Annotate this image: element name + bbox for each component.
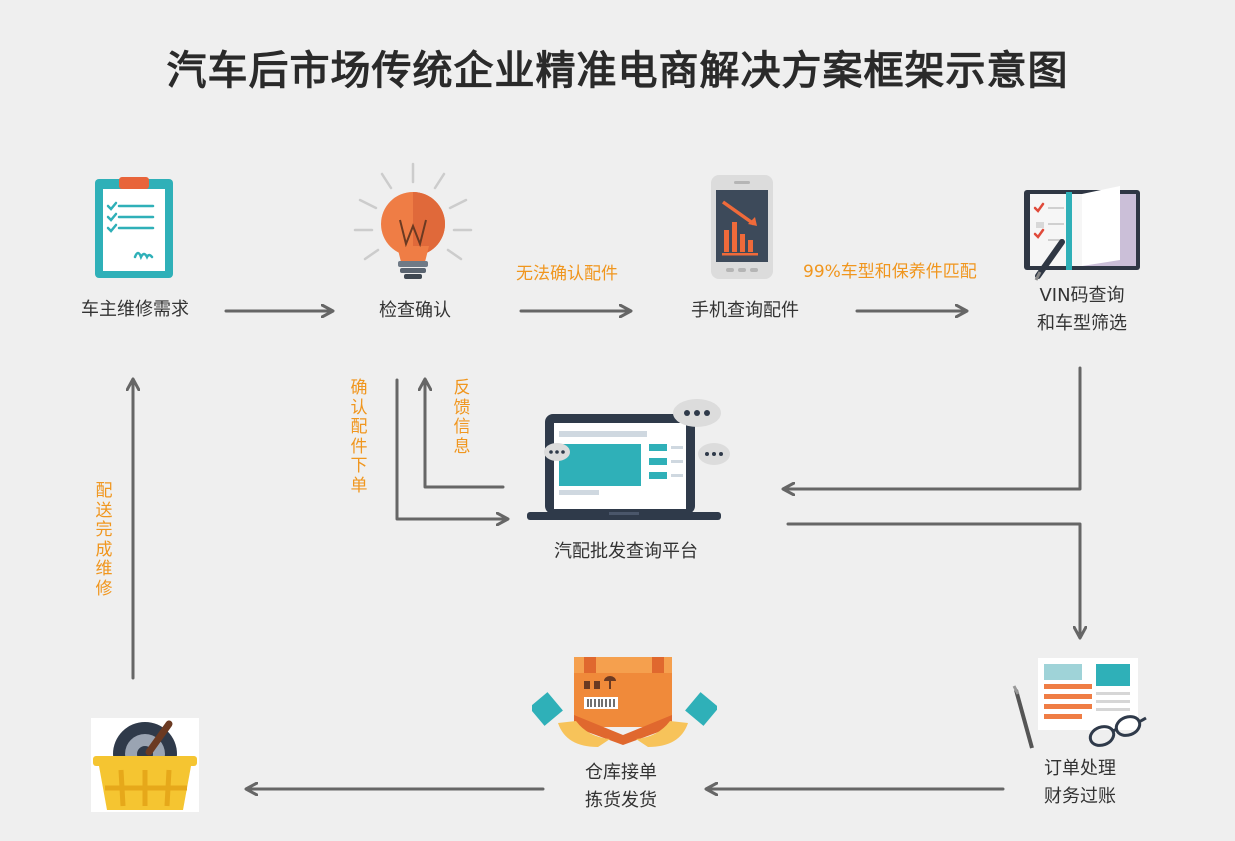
lightbulb-icon <box>353 162 473 279</box>
node-phone-query-parts: 手机查询配件 <box>691 300 799 321</box>
node-order-processing-line2: 财务过账 <box>1044 786 1116 807</box>
node-vin-query-line2: 和车型筛选 <box>1037 313 1127 334</box>
edge-label-repair-done: 配送完成维修 <box>95 481 113 599</box>
node-owner-repair-demand: 车主维修需求 <box>81 299 189 320</box>
laptop-icon <box>527 399 730 520</box>
arrow-confirm-order <box>395 378 507 519</box>
node-check-confirm: 检查确认 <box>379 300 451 321</box>
node-warehouse-line1: 仓库接单 <box>585 762 657 783</box>
phone-icon <box>711 175 773 279</box>
vin-book-icon <box>1024 186 1140 281</box>
edge-label-cannot-confirm: 无法确认配件 <box>516 264 618 284</box>
arrow-platform-to-order <box>786 522 1080 637</box>
clipboard-icon <box>95 177 173 278</box>
arrow-feedback <box>425 380 505 489</box>
edge-label-confirm-order: 确认配件下单 <box>350 378 368 496</box>
edge-label-feedback: 反馈信息 <box>453 378 471 457</box>
node-order-processing-line1: 订单处理 <box>1044 758 1116 779</box>
arrow-vin-to-platform <box>784 366 1082 489</box>
page-title: 汽车后市场传统企业精准电商解决方案框架示意图 <box>166 48 1069 94</box>
node-wholesale-platform: 汽配批发查询平台 <box>554 541 698 562</box>
parcel-box-icon <box>532 657 717 747</box>
edge-label-model-match: 99%车型和保养件匹配 <box>803 262 977 282</box>
order-document-icon <box>1012 658 1147 749</box>
node-vin-query-line1: VIN码查询 <box>1039 285 1125 306</box>
basket-icon <box>91 718 199 812</box>
node-warehouse-line2: 拣货发货 <box>585 790 657 811</box>
